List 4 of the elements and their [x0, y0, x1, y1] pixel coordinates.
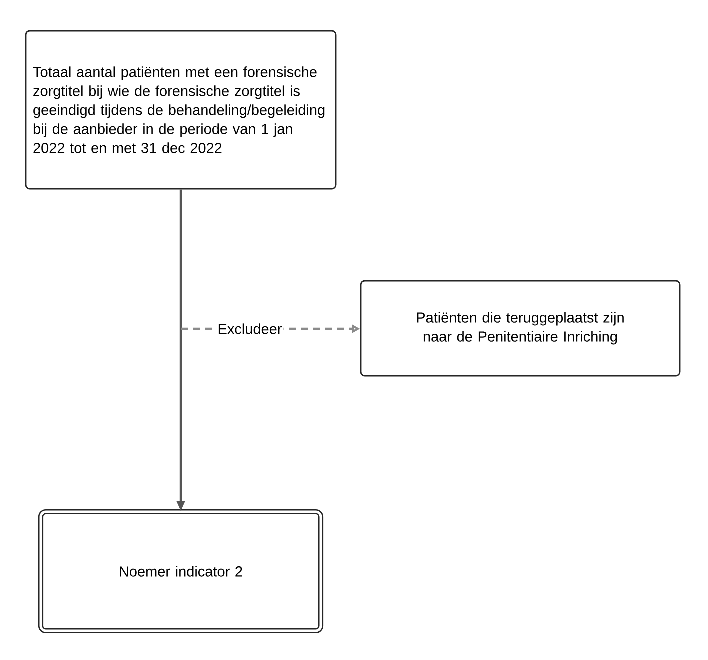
edge-label: Excludeer	[216, 322, 284, 336]
terminal-box: Noemer indicator 2	[38, 509, 324, 634]
process-box: Totaal aantal patiënten met een forensische zorgtitel bij wie de forensische zorgtitel is geeindigd tijdens de behandeling/begeleiding bij de aanbieder in de periode van 1 jan 2022 tot en met 31 dec 2022	[25, 30, 337, 190]
process-box: Patiënten die teruggeplaatst zijn naar de Penitentiaire Inriching	[360, 280, 681, 377]
